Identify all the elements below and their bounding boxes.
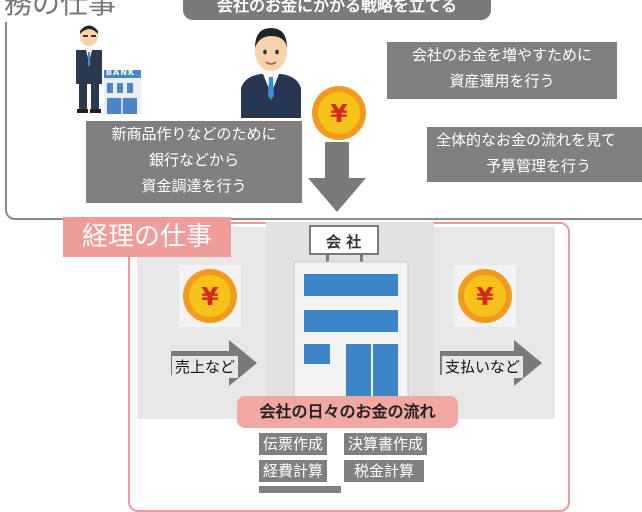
funding-line-2: 銀行などから	[148, 151, 239, 169]
company-building-illustration: 会 社	[266, 222, 434, 399]
building-sign: 会 社	[326, 233, 362, 251]
yen-symbol: ¥	[476, 282, 494, 311]
investment-line-1: 会社のお金を増やすために	[411, 46, 592, 64]
payment-label: 支払いなど	[442, 356, 524, 378]
investment-line-2: 資産運用を行う	[449, 72, 555, 90]
accounting-section-title: 経理の仕事	[63, 217, 231, 257]
budget-box: 全体的なお金の流れを見て 予算管理を行う	[427, 127, 642, 182]
budget-line-2: 予算管理を行う	[486, 157, 592, 175]
task-slip: 伝票作成	[259, 433, 328, 455]
banker-illustration: BANK	[68, 22, 143, 118]
budget-line-1: 全体的なお金の流れを見て	[436, 131, 617, 149]
funding-line-3: 資金調達を行う	[141, 177, 247, 195]
funding-box: 新商品作りなどのために 銀行などから 資金調達を行う	[86, 121, 302, 203]
task-overflow-bar	[259, 486, 341, 493]
bank-sign: BANK	[106, 68, 136, 77]
yen-coin-icon: ¥	[179, 265, 241, 327]
daily-money-flow-label: 会社の日々のお金の流れ	[237, 396, 458, 428]
yen-symbol: ¥	[201, 282, 219, 311]
task-expenses: 経費計算	[259, 460, 328, 482]
task-tax: 税金計算	[344, 460, 425, 482]
yen-coin-icon: ¥	[310, 84, 368, 142]
down-arrow-icon	[306, 142, 368, 212]
yen-coin-icon: ¥	[454, 265, 516, 327]
yen-symbol: ¥	[330, 99, 348, 128]
strategy-label: 会社のお金にかかる戦略を立てる	[183, 0, 491, 20]
funding-line-1: 新商品作りなどのために	[111, 125, 277, 143]
businessman-illustration	[235, 22, 307, 118]
investment-box: 会社のお金を増やすために 資産運用を行う	[387, 42, 617, 99]
sales-label: 売上など	[172, 356, 239, 378]
task-financial-statements: 決算書作成	[344, 433, 428, 455]
finance-section-frame	[5, 0, 642, 220]
finance-section-title: 務の仕事	[0, 0, 121, 22]
